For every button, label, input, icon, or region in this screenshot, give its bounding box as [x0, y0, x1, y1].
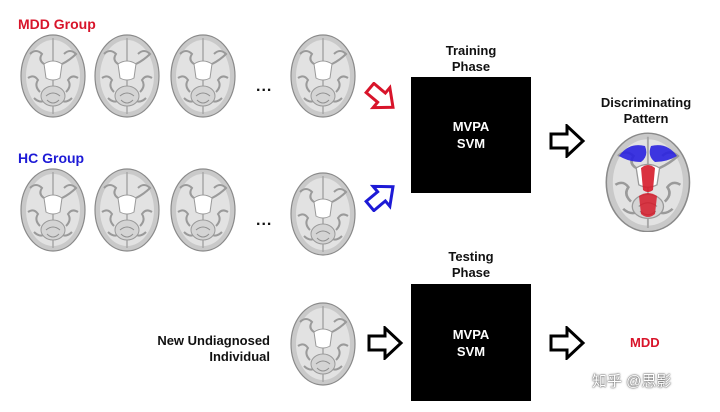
testing-output-arrow: [549, 326, 585, 360]
result-label: MDD: [630, 335, 660, 350]
pattern-title-line2: Pattern: [623, 111, 669, 126]
mdd-ellipsis: ...: [256, 78, 273, 95]
training-box-line1: MVPA: [452, 119, 490, 134]
new-individual-brain: [290, 302, 356, 386]
testing-box-line1: MVPA: [452, 326, 490, 342]
hc-brain-4: [290, 172, 356, 256]
training-output-arrow: [549, 124, 585, 158]
testing-input-arrow: [367, 326, 403, 360]
hc-brain-2: [94, 168, 160, 252]
testing-box-line2: SVM: [456, 343, 486, 359]
hc-group-label: HC Group: [18, 150, 85, 166]
new-individual-label: New Undiagnosed Individual: [120, 333, 270, 365]
mdd-arrow: [364, 82, 395, 110]
training-box-line2: SVM: [456, 136, 486, 151]
new-individual-line2: Individual: [209, 349, 270, 364]
training-phase-title: Training Phase: [411, 43, 531, 75]
watermark: 知乎 @思影: [592, 373, 672, 390]
mdd-brain-3: [170, 34, 236, 118]
testing-phase-title: Testing Phase: [411, 249, 531, 281]
training-title-line2: Phase: [451, 59, 491, 74]
pattern-title-line1: Discriminating: [600, 95, 692, 110]
discriminating-pattern-brain: [605, 132, 691, 232]
training-title-line1: Training: [445, 43, 497, 58]
hc-brain-3: [170, 168, 236, 252]
mdd-brain-4: [290, 34, 356, 118]
hc-ellipsis: ...: [256, 212, 273, 229]
hc-arrow: [364, 184, 395, 212]
training-svm-box: MVPA SVM: [411, 77, 531, 193]
testing-svm-box: MVPA SVM: [411, 284, 531, 401]
testing-title-line1: Testing: [448, 249, 494, 264]
pattern-title: Discriminating Pattern: [590, 95, 702, 127]
hc-brain-1: [20, 168, 86, 252]
mdd-brain-2: [94, 34, 160, 118]
new-individual-line1: New Undiagnosed: [157, 333, 270, 348]
mdd-brain-1: [20, 34, 86, 118]
mdd-group-label: MDD Group: [18, 16, 96, 32]
testing-title-line2: Phase: [451, 265, 491, 280]
